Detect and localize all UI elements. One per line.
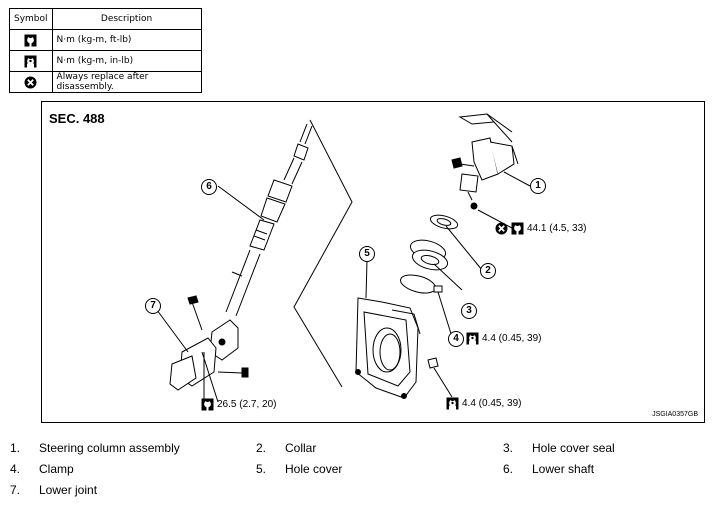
symbol-description: N·m (kg-m, ft-lb): [51, 29, 202, 51]
legend-name: Lower joint: [39, 483, 98, 497]
symbol-row: N·m (kg-m, in-lb): [9, 50, 202, 72]
symbol-row: N·m (kg-m, ft-lb): [9, 29, 202, 51]
legend-number: 4.: [10, 462, 21, 476]
lower-shaft: [225, 123, 313, 317]
legend-name: Clamp: [39, 462, 74, 476]
hole-cover: [355, 297, 439, 399]
torque-wrench-inlb-icon: [466, 332, 479, 345]
torque-value: 26.5 (2.7, 20): [217, 399, 277, 410]
callout-1: 1: [530, 178, 546, 194]
legend-name: Hole cover: [285, 462, 343, 476]
torque-wrench-icon: [24, 34, 37, 46]
torque-wrench-inlb-icon: [24, 55, 37, 67]
legend-number: 6.: [503, 462, 514, 476]
torque-value: 4.4 (0.45, 39): [462, 398, 522, 409]
callout-7: 7: [145, 298, 161, 314]
callout-3: 3: [461, 303, 477, 319]
symbol-table-header: Symbol Description: [9, 8, 202, 30]
hole-cover-seal: [409, 239, 449, 271]
torque-spec-clamp: 4.4 (0.45, 39): [466, 332, 541, 345]
symbol-row: Always replace after disassembly.: [9, 71, 202, 93]
torque-wrench-icon: [201, 398, 214, 411]
section-label: SEC. 488: [49, 111, 105, 126]
callout-2: 2: [480, 263, 496, 279]
torque-wrench-inlb-icon: [446, 397, 459, 410]
legend-name: Collar: [285, 441, 317, 455]
torque-wrench-icon: [511, 222, 524, 235]
symbol-table: Symbol Description N·m (kg-m, ft-lb) N·m…: [9, 8, 202, 93]
description-header: Description: [51, 8, 202, 30]
callout-5: 5: [359, 246, 375, 262]
legend-number: 1.: [10, 441, 21, 455]
torque-spec-column: 44.1 (4.5, 33): [495, 222, 586, 235]
symbol-description: N·m (kg-m, in-lb): [51, 50, 202, 72]
exploded-diagram: SEC. 488 JSGIA0357GB 6 7 1 2 3 4 5 44.1 …: [41, 101, 705, 423]
callout-6: 6: [201, 179, 217, 195]
torque-spec-hole-cover: 4.4 (0.45, 39): [446, 397, 521, 410]
symbol-description: Always replace after disassembly.: [51, 71, 202, 93]
legend-name: Lower shaft: [532, 462, 595, 476]
always-replace-icon: [24, 76, 37, 88]
torque-value: 4.4 (0.45, 39): [482, 333, 542, 344]
legend-number: 7.: [10, 483, 21, 497]
steering-column-assembly: [451, 113, 519, 210]
legend-name: Steering column assembly: [39, 441, 180, 455]
lower-joint: [169, 295, 249, 403]
diagram-artwork: [153, 113, 531, 403]
callout-4: 4: [448, 331, 464, 347]
legend-number: 3.: [503, 441, 514, 455]
torque-spec-lower-joint: 26.5 (2.7, 20): [201, 398, 276, 411]
legend-number: 2.: [256, 441, 267, 455]
always-replace-icon: [495, 222, 508, 235]
symbol-header: Symbol: [9, 8, 53, 30]
torque-value: 44.1 (4.5, 33): [527, 223, 587, 234]
legend-name: Hole cover seal: [532, 441, 615, 455]
figure-code: JSGIA0357GB: [652, 411, 698, 418]
legend-number: 5.: [256, 462, 267, 476]
clamp: [399, 274, 443, 294]
divider-line: [293, 119, 353, 388]
collar: [429, 214, 459, 230]
